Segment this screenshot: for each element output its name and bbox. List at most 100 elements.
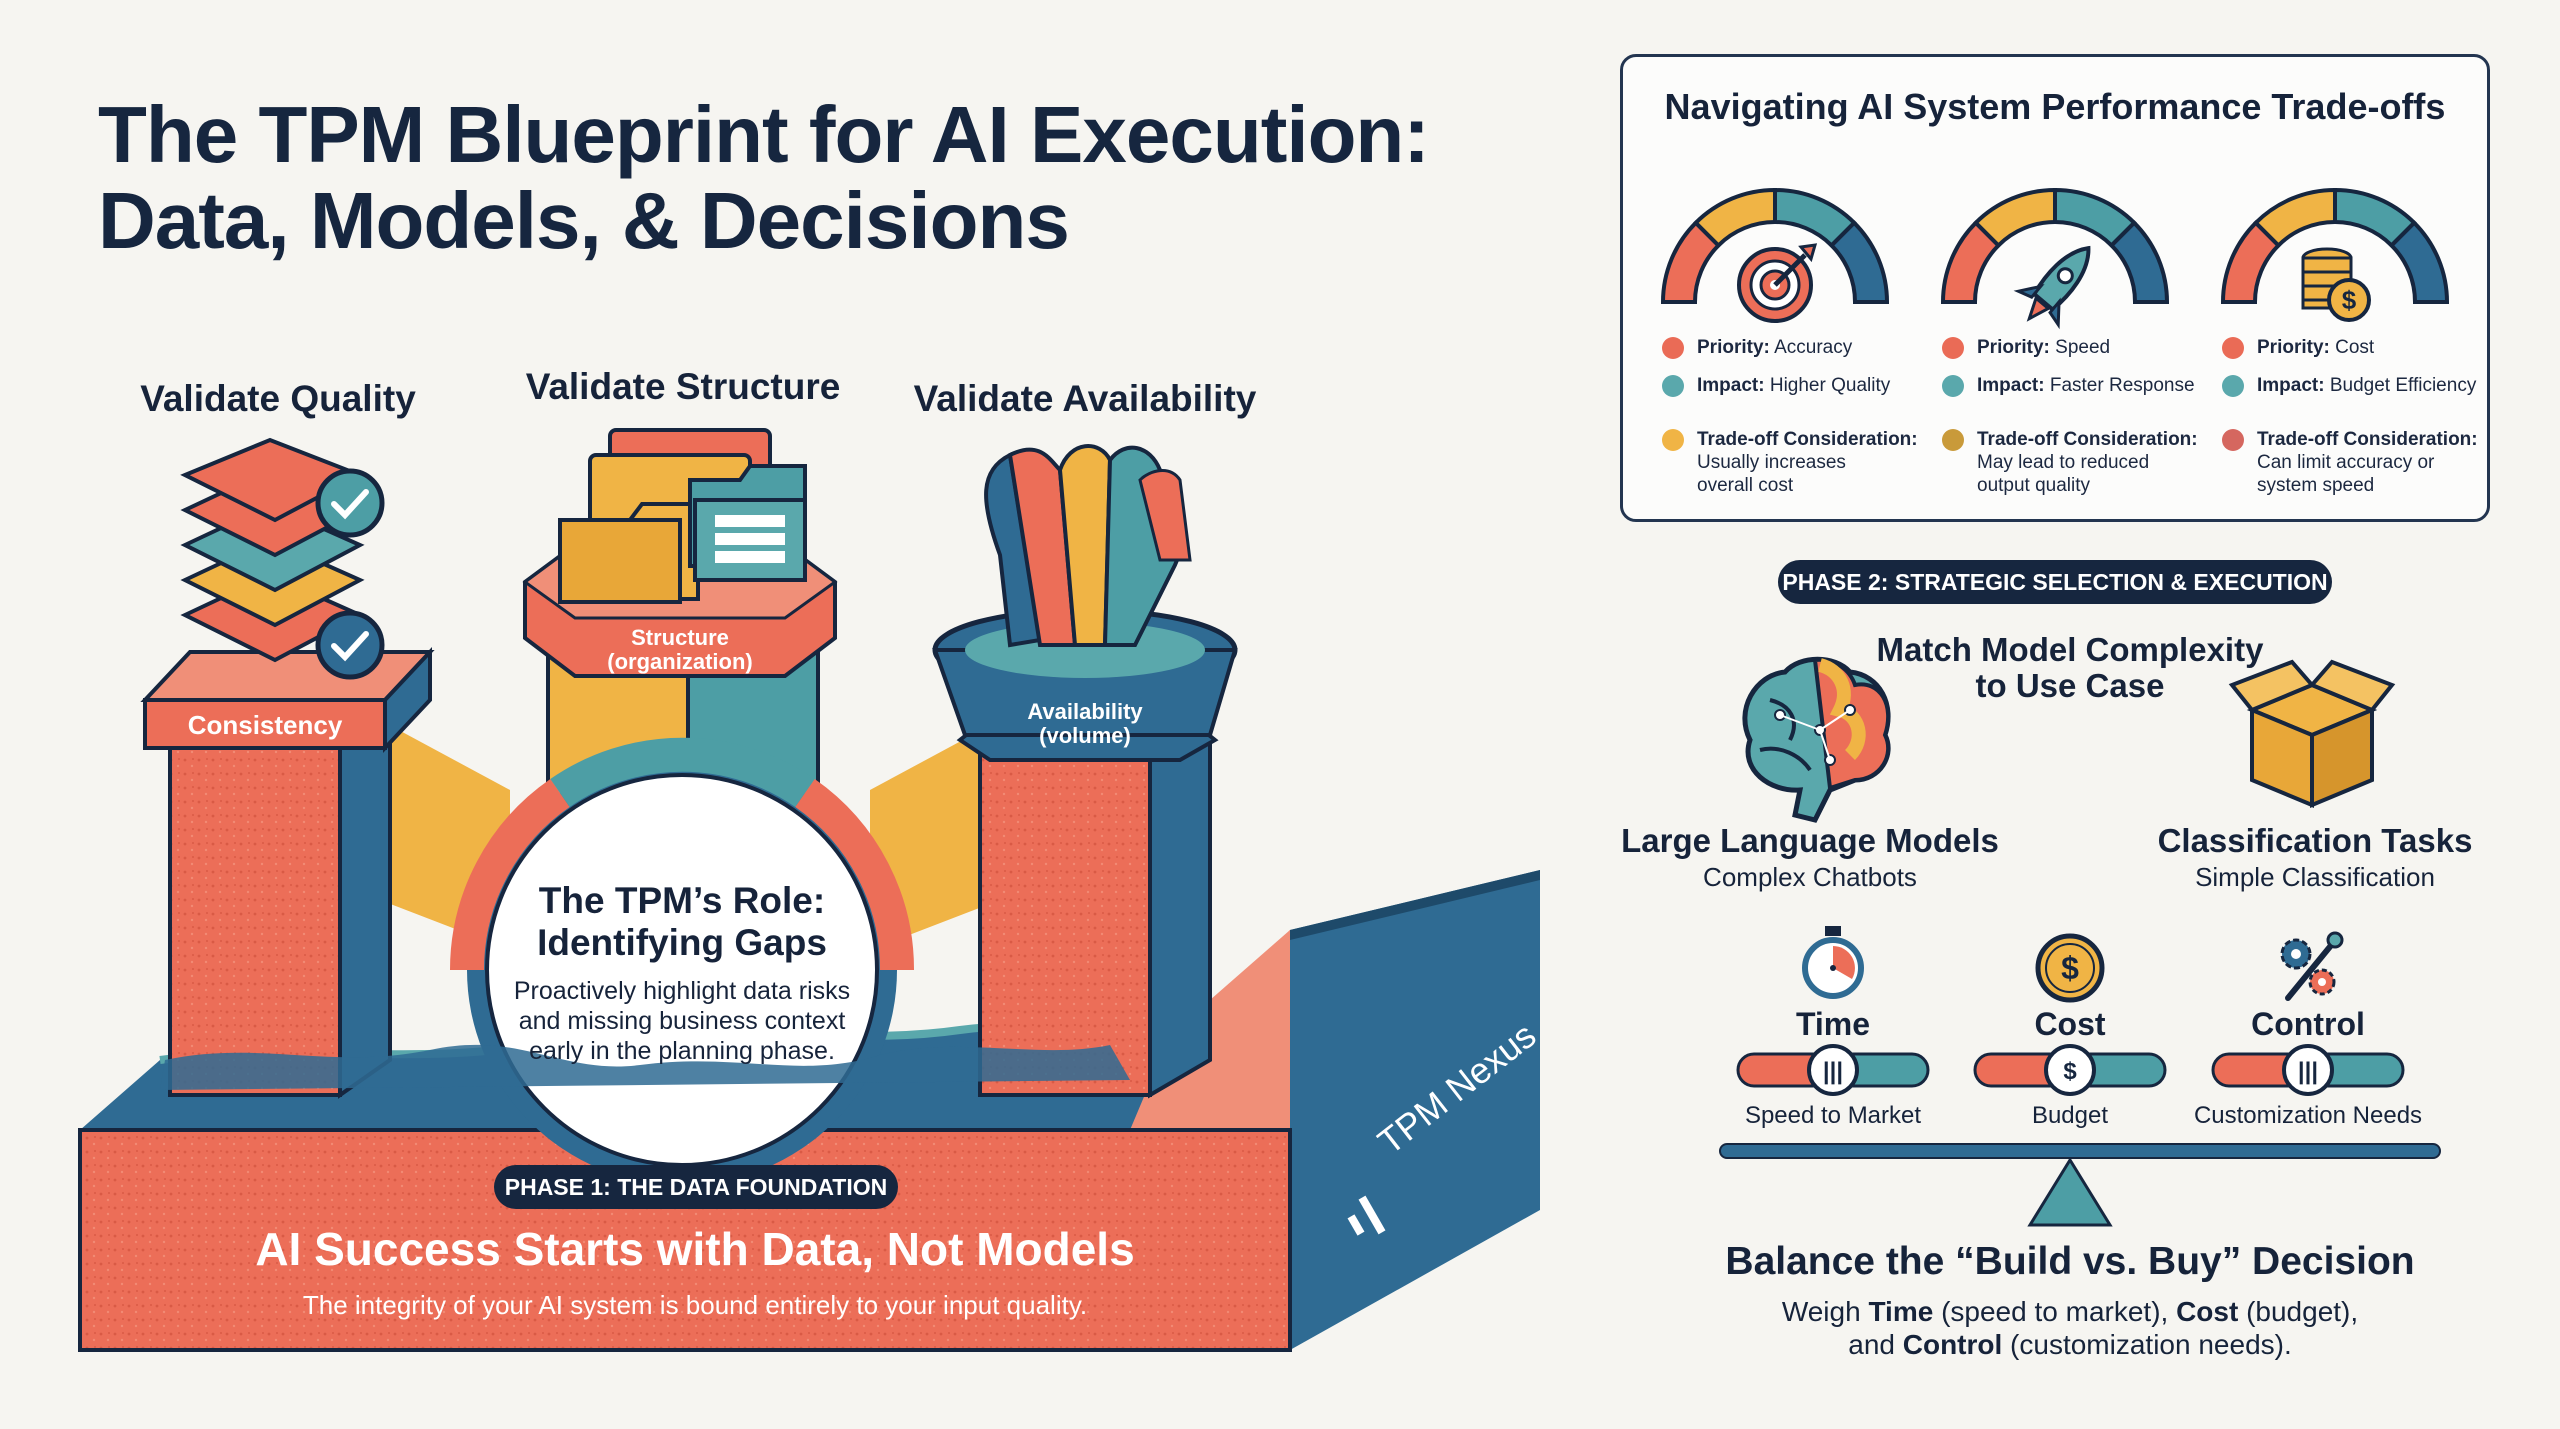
tradeoff-line1: May lead to reduced <box>1977 452 2150 473</box>
impact-value: Budget Efficiency <box>2329 375 2477 396</box>
speed-gauge <box>1940 187 2170 304</box>
tradeoff-label: Trade-off Consideration: <box>1697 429 1918 450</box>
phase1-pill: PHASE 1: THE DATA FOUNDATION <box>494 1165 898 1209</box>
impact-value: Higher Quality <box>1769 375 1891 396</box>
structure-label-line1: Structure <box>631 625 729 650</box>
stacked-layers-icon <box>180 437 365 663</box>
availability-pillar <box>978 743 1152 1097</box>
time-title: Time <box>1795 1006 1871 1042</box>
folders-icon <box>558 428 807 604</box>
time-slider[interactable]: ||| <box>1736 1044 1930 1096</box>
impact-dot <box>2222 375 2244 397</box>
connector-beam-right <box>870 720 1000 950</box>
tradeoff-line1: Can limit accuracy or <box>2257 452 2435 473</box>
priority-dot <box>2222 337 2244 359</box>
availability-label-line1: Availability <box>1027 699 1143 724</box>
tradeoff-dot <box>1662 429 1684 451</box>
impact-label: Impact: <box>1697 375 1765 396</box>
brain-icon <box>1742 656 1891 823</box>
slider-knob[interactable] <box>2282 1044 2334 1096</box>
tradeoff-line2: output quality <box>1977 475 2091 496</box>
slider-knob-label: $ <box>2063 1058 2077 1085</box>
target-icon <box>1737 243 1818 323</box>
cost-gauge <box>2220 187 2450 304</box>
gauge-segment <box>2388 219 2450 304</box>
role-title-line2: Identifying Gaps <box>537 922 827 963</box>
phase1-subline: The integrity of your AI system is bound… <box>302 1290 1088 1320</box>
priority-value: Cost <box>2335 337 2375 358</box>
stopwatch-icon <box>1802 926 1864 999</box>
impact-dot <box>1662 375 1684 397</box>
tradeoff-line1: Usually increases <box>1697 452 1846 473</box>
priority-value: Accuracy <box>1774 337 1853 358</box>
llm-subtitle: Complex Chatbots <box>1703 862 1917 892</box>
role-body-line3: early in the planning phase. <box>529 1037 835 1065</box>
gauge-segment <box>2108 219 2170 304</box>
tradeoff-label: Trade-off Consideration: <box>1977 429 2198 450</box>
tpm-role-text: The TPM’s Role: Identifying Gaps Proacti… <box>497 880 867 1066</box>
availability-label: Availability (volume) <box>965 700 1205 748</box>
classification-subtitle: Simple Classification <box>2195 862 2435 892</box>
check-badge-icon <box>315 468 385 538</box>
gauge-legend-cost: Priority: Cost Impact: Budget Efficiency… <box>2222 336 2482 506</box>
cost-subtitle: Budget <box>2031 1102 2109 1129</box>
dollar-coin-icon: $ <box>2035 933 2105 1003</box>
impact-value: Faster Response <box>2049 375 2195 396</box>
page-title-line2: Data, Models, & Decisions <box>98 176 1070 265</box>
match-line1: Match Model Complexity <box>1876 631 2264 668</box>
slider-knob-label: ||| <box>2298 1058 2318 1085</box>
gauge-legend-speed: Priority: Speed Impact: Faster Response … <box>1942 336 2202 506</box>
tradeoffs-title: Navigating AI System Performance Trade-o… <box>1664 86 2446 127</box>
slider-knob-label: ||| <box>1823 1058 1843 1085</box>
impact-dot <box>1942 375 1964 397</box>
control-subtitle: Customization Needs <box>2193 1102 2423 1129</box>
tradeoff-dot <box>2222 429 2244 451</box>
page-title: The TPM Blueprint for AI Execution: Data… <box>98 92 1558 264</box>
gauge-legend-accuracy: Priority: Accuracy Impact: Higher Qualit… <box>1662 336 1922 506</box>
box-icon <box>2228 659 2396 808</box>
rocket-icon <box>2013 245 2091 330</box>
tradeoff-line2: overall cost <box>1697 475 1794 496</box>
role-body-line2: and missing business context <box>518 1007 846 1035</box>
priority-dot <box>1662 337 1684 359</box>
impact-label: Impact: <box>2257 375 2325 396</box>
tradeoff-line2: system speed <box>2257 475 2375 496</box>
base-right-side <box>1290 870 1540 1350</box>
cost-slider[interactable]: $ <box>1973 1044 2167 1096</box>
gauges: $ <box>1660 187 2450 330</box>
slider-knob[interactable] <box>2044 1044 2096 1096</box>
balance-beam <box>1719 1143 2441 1159</box>
phase2-graphics: $ ||| $ ||| <box>1719 656 2441 1227</box>
page-title-line1: The TPM Blueprint for AI Execution: <box>98 90 1430 179</box>
role-title-line1: The TPM’s Role: <box>538 880 826 921</box>
match-complexity-heading: Match Model Complexity to Use Case <box>1820 632 2320 704</box>
tradeoff-label: Trade-off Consideration: <box>2257 429 2478 450</box>
data-stream-icon <box>984 444 1192 648</box>
control-slider[interactable]: ||| <box>2211 1044 2405 1096</box>
consistency-label: Consistency <box>187 710 343 740</box>
tpm-nexus-logo-icon <box>1347 1195 1386 1236</box>
slider-knob[interactable] <box>1807 1044 1859 1096</box>
priority-value: Speed <box>2055 337 2111 358</box>
match-line2: to Use Case <box>1975 667 2165 704</box>
balance-line1: Weigh Time (speed to market), Cost (budg… <box>1781 1296 2359 1327</box>
priority-dot <box>1942 337 1964 359</box>
balance-line2: and Control (customization needs). <box>1848 1329 2292 1360</box>
structure-label-line2: (organization) <box>607 649 753 674</box>
role-body-line1: Proactively highlight data risks <box>513 977 851 1005</box>
classification-title: Classification Tasks <box>2157 822 2473 859</box>
priority-label: Priority: <box>2257 337 2330 358</box>
balance-fulcrum <box>2027 1157 2113 1227</box>
balance-title: Balance the “Build vs. Buy” Decision <box>1725 1240 2415 1283</box>
gauge-segment <box>1828 219 1890 304</box>
gear-wrench-icon <box>2280 931 2344 1001</box>
gauge-segment <box>2252 187 2337 249</box>
impact-label: Impact: <box>1977 375 2045 396</box>
validate-structure-heading: Validate Structure <box>525 366 841 407</box>
accuracy-gauge <box>1660 187 1890 304</box>
phase1-headline: AI Success Starts with Data, Not Models <box>255 1223 1135 1275</box>
time-subtitle: Speed to Market <box>1744 1102 1922 1129</box>
gauge-segment <box>1692 187 1777 249</box>
phase2-pill: PHASE 2: STRATEGIC SELECTION & EXECUTION <box>1778 560 2332 604</box>
check-badge-icon <box>315 610 385 680</box>
